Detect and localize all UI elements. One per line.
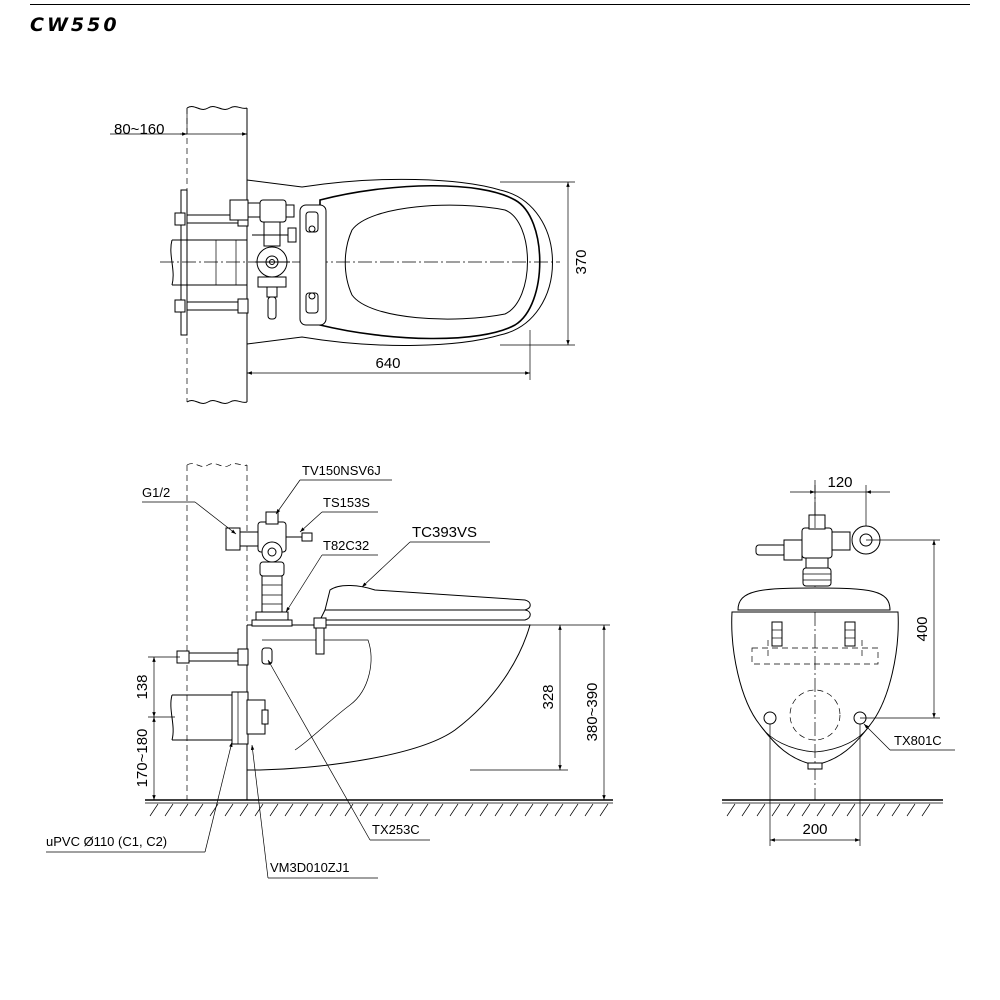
dim-400: 400 <box>860 539 940 719</box>
callout-ts153-label: TS153S <box>323 495 370 510</box>
side-wall <box>186 463 248 800</box>
dim-138-label: 138 <box>134 674 151 699</box>
bowl-foot-front <box>807 762 823 770</box>
top-border-line <box>30 4 970 5</box>
callout-t82c32-label: T82C32 <box>323 538 369 553</box>
dim-wall-thickness-label: 80~160 <box>114 121 164 138</box>
callout-tx801-label: TX801C <box>894 733 942 748</box>
dim-120: 120 <box>790 474 890 528</box>
drain-pipe-side <box>170 691 269 745</box>
callout-g12: G1/2 <box>142 485 237 535</box>
seat-lid-plan <box>299 184 541 340</box>
front-view: 120 400 200 TX801C <box>722 474 955 846</box>
bowl-outline-plan <box>246 178 553 346</box>
dim-200: 200 <box>769 724 861 846</box>
callout-upvc: uPVC Ø110 (C1, C2) <box>46 741 233 853</box>
dim-width-label: 370 <box>573 249 590 274</box>
callout-vm3: VM3D010ZJ1 <box>250 744 378 879</box>
mounting-bolt-side <box>176 647 273 666</box>
callout-upvc-label: uPVC Ø110 (C1, C2) <box>46 834 167 849</box>
callout-vm3-label: VM3D010ZJ1 <box>270 860 349 875</box>
side-floor <box>145 799 613 817</box>
callout-tx253-label: TX253C <box>372 822 420 837</box>
dim-138: 138 <box>134 656 180 718</box>
front-floor <box>722 799 943 817</box>
dim-200-label: 200 <box>802 821 827 838</box>
dim-328: 328 <box>470 624 568 771</box>
dim-380-label: 380~390 <box>584 683 601 742</box>
dim-wall-thickness: 80~160 <box>110 108 248 138</box>
bowl-base-front <box>759 724 871 753</box>
plan-view: 80~160 <box>110 106 590 404</box>
bowl-inner-side <box>262 639 372 751</box>
callout-tc393-label: TC393VS <box>412 524 477 541</box>
flush-valve-plan <box>229 199 297 320</box>
callout-tx253: TX253C <box>267 659 430 841</box>
callout-ts153: TS153S <box>299 495 378 533</box>
callout-tc393: TC393VS <box>361 524 490 588</box>
callout-tv150: TV150NSV6J <box>275 463 392 515</box>
model-title: CW550 <box>30 14 120 36</box>
callout-tv150-label: TV150NSV6J <box>302 463 381 478</box>
dim-380: 380~390 <box>568 624 610 800</box>
hidden-details-front <box>751 640 879 741</box>
lid-front <box>737 587 891 611</box>
callout-tx801: TX801C <box>863 723 955 751</box>
callout-t82c32: T82C32 <box>285 538 378 613</box>
dim-170-label: 170~180 <box>134 729 151 788</box>
dim-170: 170~180 <box>134 717 156 800</box>
bowl-body-side <box>247 624 531 771</box>
hinges-front <box>771 621 856 647</box>
dim-width: 370 <box>500 181 590 346</box>
dim-length: 640 <box>247 330 531 380</box>
plan-wall <box>186 106 248 404</box>
flush-valve-side <box>225 511 313 627</box>
dim-328-label: 328 <box>540 684 557 709</box>
side-view: G1/2 TV150NSV6J TS153S T82C32 TC393VS TX… <box>46 463 613 879</box>
dim-length-label: 640 <box>375 355 400 372</box>
flush-valve-front <box>755 514 881 587</box>
callout-g12-label: G1/2 <box>142 485 170 500</box>
dim-400-label: 400 <box>914 616 931 641</box>
drain-pipe-plan <box>170 239 247 286</box>
seat-lid-side <box>313 585 531 655</box>
dim-120-label: 120 <box>827 474 852 491</box>
mounting-plate <box>180 189 188 336</box>
